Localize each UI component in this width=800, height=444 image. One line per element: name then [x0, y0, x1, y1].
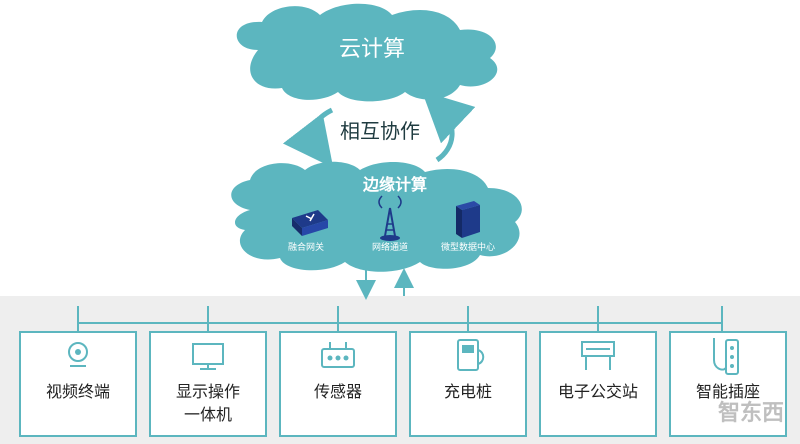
socket-icon	[713, 338, 739, 375]
device-label-charger: 充电桩	[444, 382, 492, 401]
upload-arrows	[356, 266, 414, 300]
device-label-socket: 智能插座	[696, 382, 760, 401]
device-box-bus-stop: 电子公交站	[539, 331, 657, 437]
charger-icon	[457, 339, 485, 371]
sensor-icon	[321, 342, 355, 368]
server-icon	[456, 201, 480, 238]
watermark-text: 智东西	[718, 400, 784, 426]
cloud-computing-label: 云计算	[339, 37, 405, 62]
tower-icon	[378, 195, 402, 241]
edge-node-label-server: 微型数据中心	[441, 241, 495, 253]
device-box-display: 显示操作 一体机	[149, 331, 267, 437]
cloud-computing-cloud: 云计算	[236, 3, 498, 102]
device-label-display-line2: 一体机	[184, 405, 232, 424]
device-box-video: 视频终端	[19, 331, 137, 437]
device-box-charger: 充电桩	[409, 331, 527, 437]
device-box-sensor: 传感器	[279, 331, 397, 437]
gateway-icon	[292, 210, 328, 236]
device-label-video: 视频终端	[46, 382, 110, 401]
device-label-sensor: 传感器	[314, 382, 362, 401]
edge-node-label-gateway: 融合网关	[288, 241, 324, 253]
edge-node-label-tower: 网络通道	[372, 241, 408, 253]
edge-computing-label: 边缘计算	[362, 175, 427, 194]
edge-computing-cloud: 边缘计算 融合网关 网络通道 微型数据中心	[231, 161, 522, 272]
cooperation-label: 相互协作	[340, 119, 420, 143]
cooperation-arrows	[282, 90, 476, 168]
bus-stop-icon	[581, 341, 615, 370]
monitor-icon	[192, 343, 224, 370]
device-label-bus-stop: 电子公交站	[558, 382, 638, 401]
device-label-display-line1: 显示操作	[176, 382, 240, 401]
device-box-socket: 智能插座	[669, 331, 787, 437]
camera-icon	[68, 342, 88, 367]
connector-lines	[77, 306, 723, 332]
